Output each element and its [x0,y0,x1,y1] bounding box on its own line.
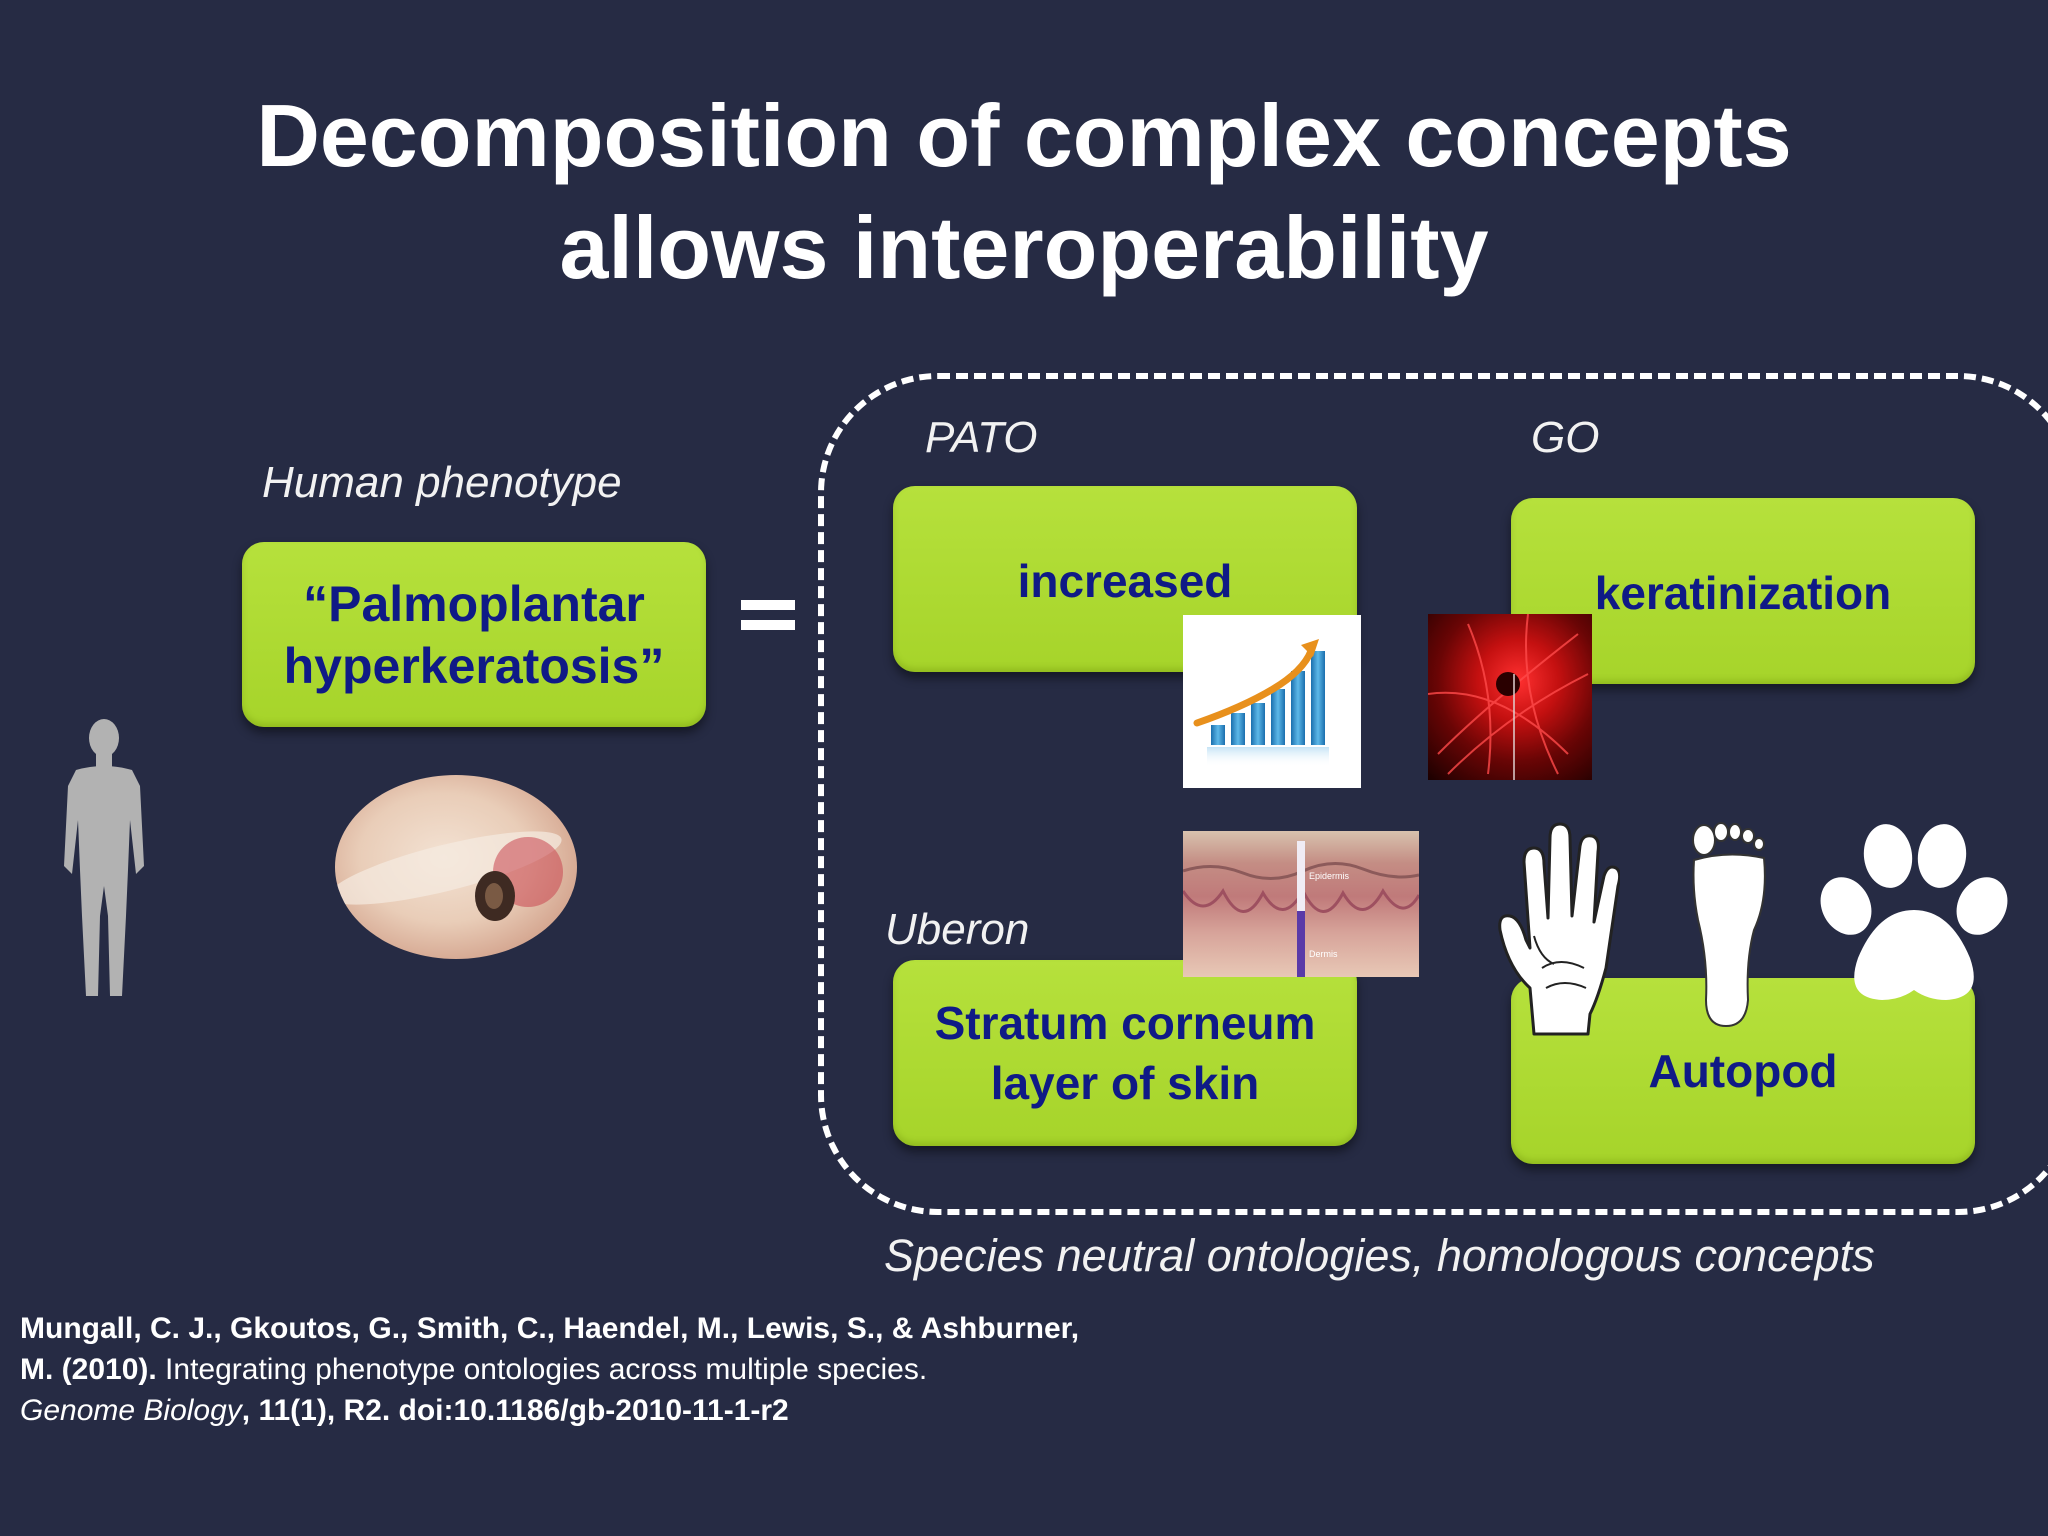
title-line-2: allows interoperability [559,198,1489,297]
skin-lesion-photo [335,775,577,959]
citation-line-3: Genome Biology, 11(1), R2. doi:10.1186/g… [20,1394,789,1427]
fluorescence-texture [1428,614,1589,780]
stratum-line-1: Stratum corneum [934,997,1316,1049]
growth-chart-image [1183,615,1361,788]
paw-icon [1820,824,2008,1000]
ontology-region [818,373,2048,1215]
equals-sign [741,600,795,640]
palmoplantar-line-1: “Palmoplantar [303,575,645,632]
increased-text: increased [1017,555,1233,607]
autopod-text: Autopod [1648,1045,1838,1097]
histology-texture [1183,841,1419,977]
keratinization-text: keratinization [1594,567,1892,619]
go-label: GO [1531,413,1600,462]
stratum-line-2: layer of skin [990,1057,1260,1109]
citation-line-2: M. (2010). Integrating phenotype ontolog… [20,1353,928,1386]
keratin-fluorescence-image [1428,614,1592,780]
citation: Mungall, C. J., Gkoutos, G., Smith, C., … [20,1308,1079,1431]
palmoplantar-box: “Palmoplantar hyperkeratosis” [242,542,706,727]
citation-line-1: Mungall, C. J., Gkoutos, G., Smith, C., … [20,1312,1080,1345]
slide-title: Decomposition of complex concepts allows… [0,80,2048,304]
uberon-label: Uberon [885,905,1030,954]
foot-icon [1692,822,1766,1028]
bar-chart-icon [1193,639,1329,767]
dermis-label: Dermis [1309,949,1338,959]
palmoplantar-line-2: hyperkeratosis” [283,637,665,694]
title-line-1: Decomposition of complex concepts [256,86,1792,185]
skin-histology-image: Epidermis Dermis [1183,831,1419,977]
stratum-corneum-box: Stratum corneum layer of skin [893,960,1357,1146]
ontology-caption: Species neutral ontologies, homologous c… [884,1230,1875,1281]
hand-icon [1498,822,1620,1036]
human-silhouette-icon [64,719,144,996]
human-phenotype-label: Human phenotype [262,458,622,507]
pato-label: PATO [925,413,1038,462]
epidermis-label: Epidermis [1309,871,1350,881]
